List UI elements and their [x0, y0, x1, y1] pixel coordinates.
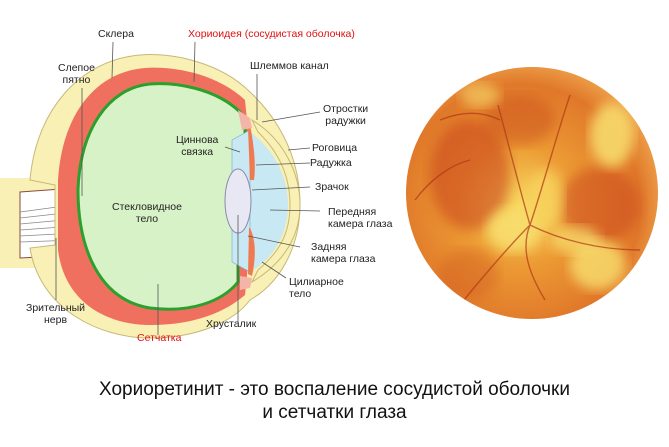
- label-iris-processes: Отростки радужки: [323, 103, 369, 127]
- label-ciliary-body: Цилиарное тело: [289, 276, 344, 300]
- cornea: [250, 118, 301, 284]
- caption-line-1: Хориоретинит - это воспаление сосудистой…: [99, 379, 570, 400]
- label-retina: Сетчатка: [137, 332, 182, 344]
- caption-line-2: и сетчатки глаза: [262, 402, 407, 423]
- label-choroid: Хориоидея (сосудистая оболочка): [188, 28, 355, 40]
- iris-lower: [248, 228, 255, 276]
- label-sclera: Склера: [98, 28, 134, 40]
- label-iris: Радужка: [310, 157, 352, 169]
- label-zinn-ligament: Циннова связка: [176, 134, 219, 158]
- label-cornea: Роговица: [312, 142, 358, 154]
- leader-lines: [55, 41, 321, 335]
- vitreous-body: [76, 82, 247, 311]
- label-schlemm-canal: Шлеммов канал: [250, 60, 329, 72]
- caption: Хориоретинит - это воспаление сосудистой…: [0, 378, 669, 424]
- label-optic-nerve: Зрительный нерв: [26, 302, 86, 326]
- fundus-photo: [406, 67, 658, 319]
- label-anterior-chamber: Передняя камера глаза: [328, 206, 393, 230]
- label-vitreous-body: Стекловидное тело: [112, 201, 182, 225]
- iris-upper: [248, 125, 255, 180]
- label-pupil: Зрачок: [315, 181, 349, 193]
- anterior-chamber: [250, 132, 288, 272]
- label-posterior-chamber: Задняя камера глаза: [311, 241, 376, 265]
- label-blind-spot: Слепое пятно: [58, 62, 95, 86]
- label-lens: Хрусталик: [206, 318, 257, 330]
